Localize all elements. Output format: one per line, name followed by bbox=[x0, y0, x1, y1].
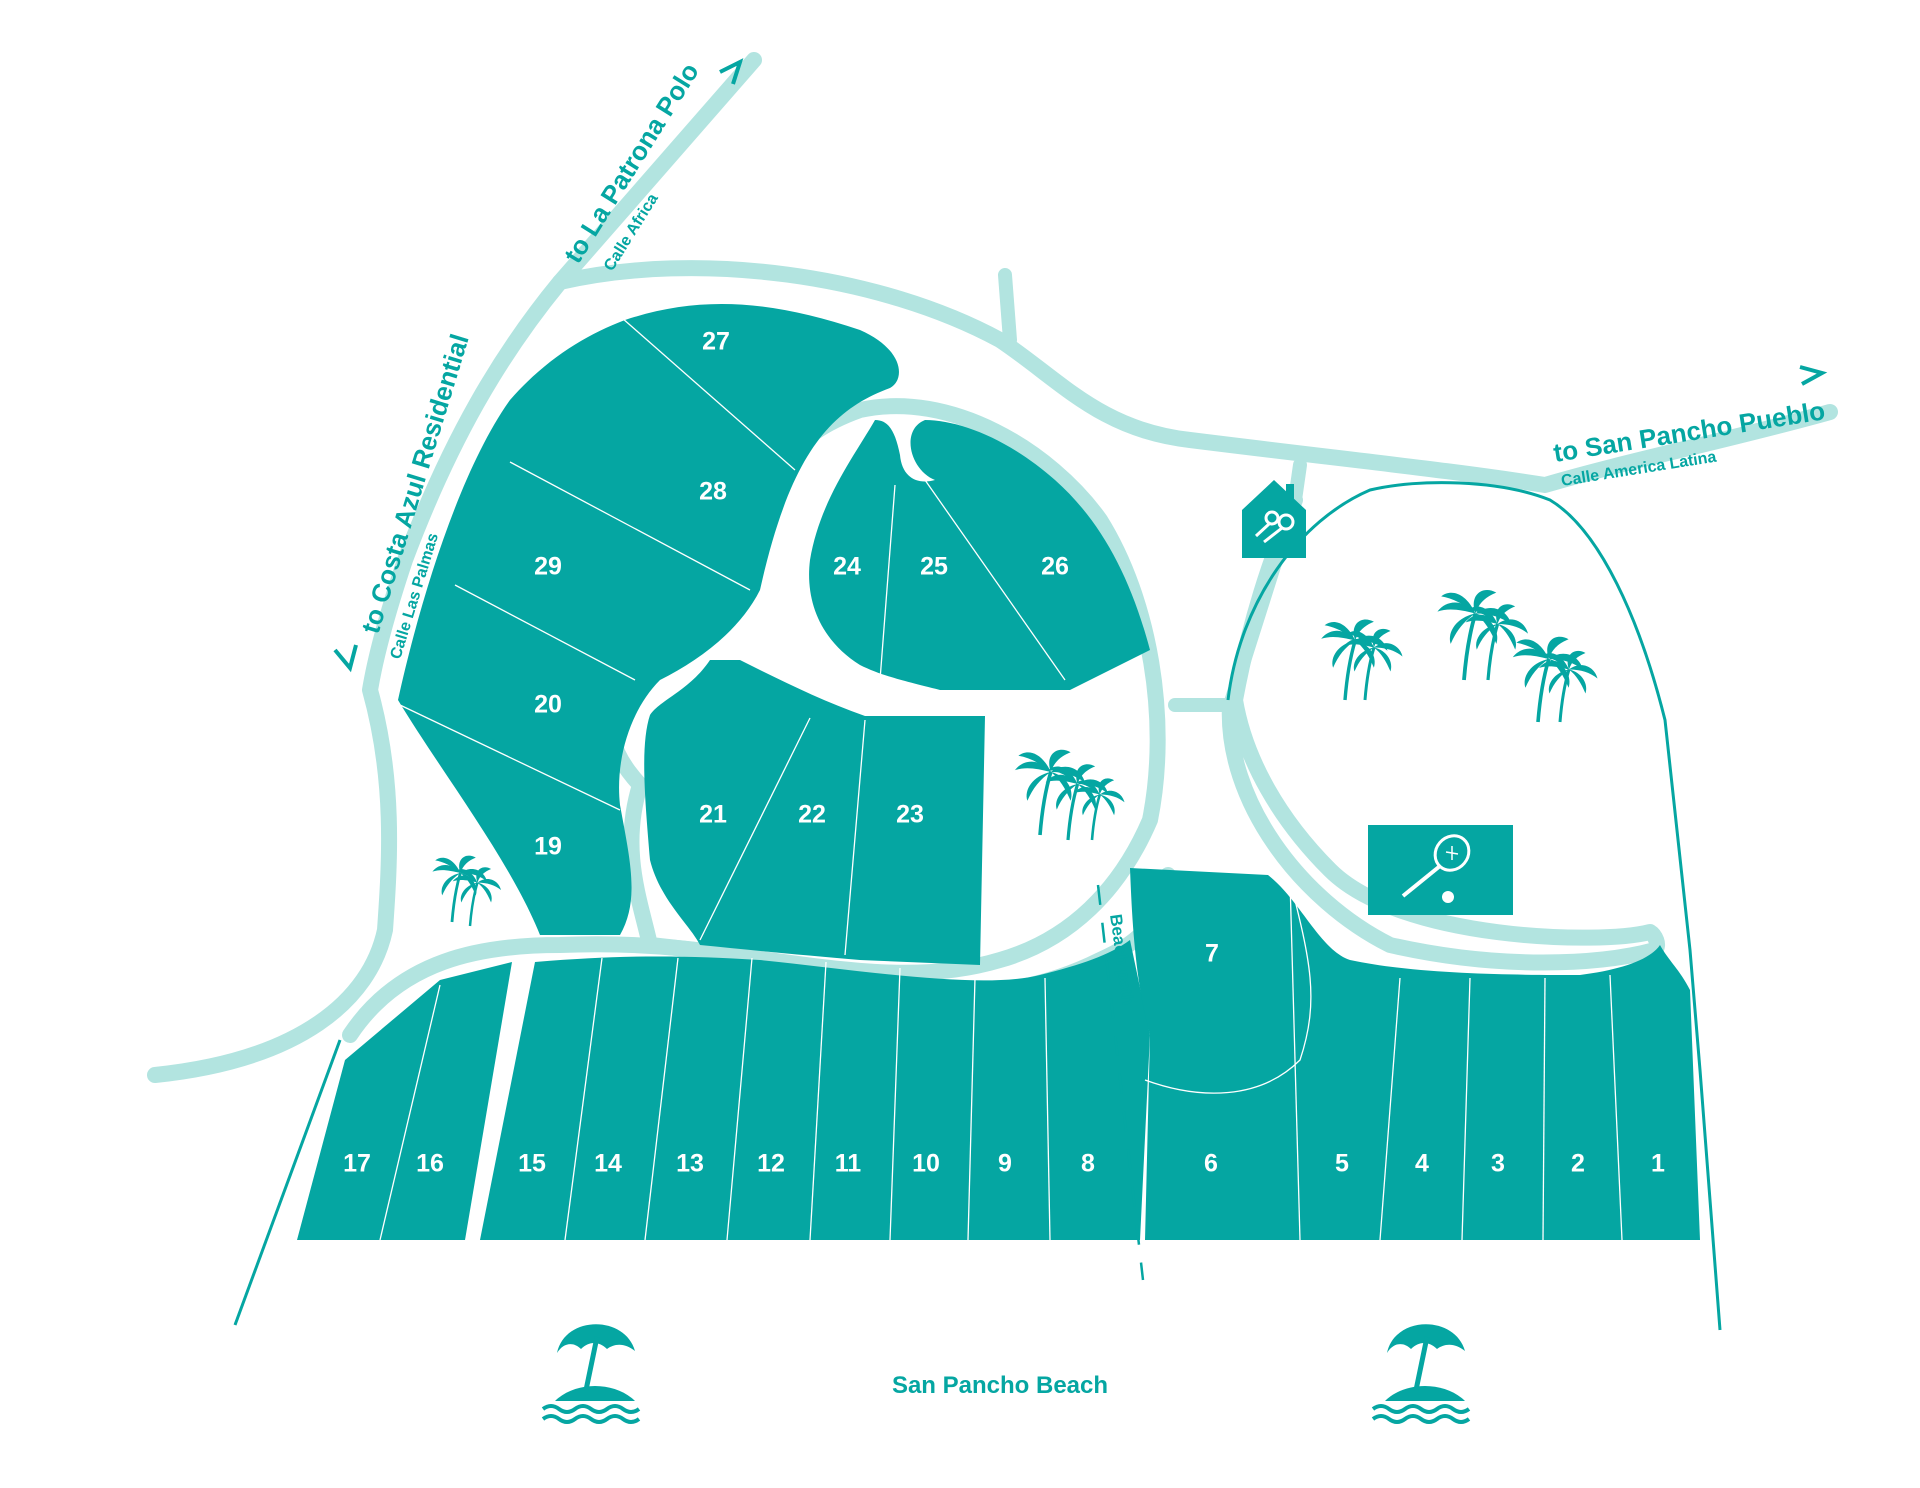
lots bbox=[297, 303, 1700, 1240]
lot-label: 20 bbox=[534, 691, 562, 719]
destination-san-pancho-pueblo: to San Pancho Pueblo Calle America Latin… bbox=[1551, 365, 1828, 490]
beach-path-line bbox=[1096, 884, 1145, 1281]
lot-label: 9 bbox=[998, 1150, 1012, 1178]
road-outer-loop bbox=[147, 52, 762, 1083]
lot-label: 1 bbox=[1651, 1150, 1665, 1178]
lot-label: 25 bbox=[920, 553, 948, 581]
lot-label: 17 bbox=[343, 1150, 371, 1178]
lot-label: 27 bbox=[702, 328, 730, 356]
lot-label: 10 bbox=[912, 1150, 940, 1178]
lot-label: 16 bbox=[416, 1150, 444, 1178]
lot-labels: 1 2 3 4 5 6 7 8 9 10 11 12 13 14 15 16 1… bbox=[343, 328, 1665, 1178]
lot-label: 6 bbox=[1204, 1150, 1218, 1178]
lot-label: 3 bbox=[1491, 1150, 1505, 1178]
lot-label: 2 bbox=[1571, 1150, 1585, 1178]
tennis-court-icon bbox=[1368, 825, 1513, 915]
lot-label: 15 bbox=[518, 1150, 546, 1178]
lot-label: 19 bbox=[534, 833, 562, 861]
lot-label: 13 bbox=[676, 1150, 704, 1178]
road-north bbox=[552, 260, 1838, 493]
east-community-outline bbox=[1226, 481, 1722, 1331]
block-1-7 bbox=[1130, 868, 1700, 1240]
lot-label: 28 bbox=[699, 478, 727, 506]
lot-label: 24 bbox=[833, 553, 861, 581]
palm-trees-icon bbox=[430, 854, 503, 928]
block-16-17 bbox=[297, 962, 512, 1240]
lot-label: 7 bbox=[1205, 940, 1219, 968]
road-north-spur bbox=[998, 268, 1017, 347]
lot-label: 5 bbox=[1335, 1150, 1349, 1178]
west-outline bbox=[233, 1039, 342, 1326]
block-8-15 bbox=[480, 940, 1150, 1240]
beach-umbrella-icon bbox=[543, 1324, 639, 1422]
lot-dividers bbox=[379, 317, 1623, 1241]
lot-label: 4 bbox=[1415, 1150, 1429, 1178]
outlines bbox=[233, 481, 1722, 1331]
beach-label: San Pancho Beach bbox=[892, 1372, 1108, 1399]
lot-label: 12 bbox=[757, 1150, 785, 1178]
house-keys-icon bbox=[1242, 480, 1306, 558]
arrow-icon bbox=[333, 644, 358, 673]
block-27-29-20-19 bbox=[398, 303, 899, 935]
beach-umbrella-icon bbox=[1373, 1324, 1469, 1422]
lot-label: 8 bbox=[1081, 1150, 1095, 1178]
palm-trees-icon bbox=[1012, 747, 1126, 842]
block-21-23 bbox=[644, 660, 985, 965]
lot-label: 26 bbox=[1041, 553, 1069, 581]
lot-label: 14 bbox=[594, 1150, 622, 1178]
arrow-icon bbox=[1799, 365, 1828, 386]
destination-la-patrona: to La Patrona Polo Calle Africa bbox=[558, 57, 744, 274]
lot-label: 29 bbox=[534, 553, 562, 581]
lot-label: 23 bbox=[896, 801, 924, 829]
lot-label: 21 bbox=[699, 801, 727, 829]
lot-label: 22 bbox=[798, 801, 826, 829]
lot-label: 11 bbox=[835, 1150, 862, 1178]
arrow-icon bbox=[719, 58, 744, 85]
palm-trees-icon bbox=[1319, 588, 1599, 724]
